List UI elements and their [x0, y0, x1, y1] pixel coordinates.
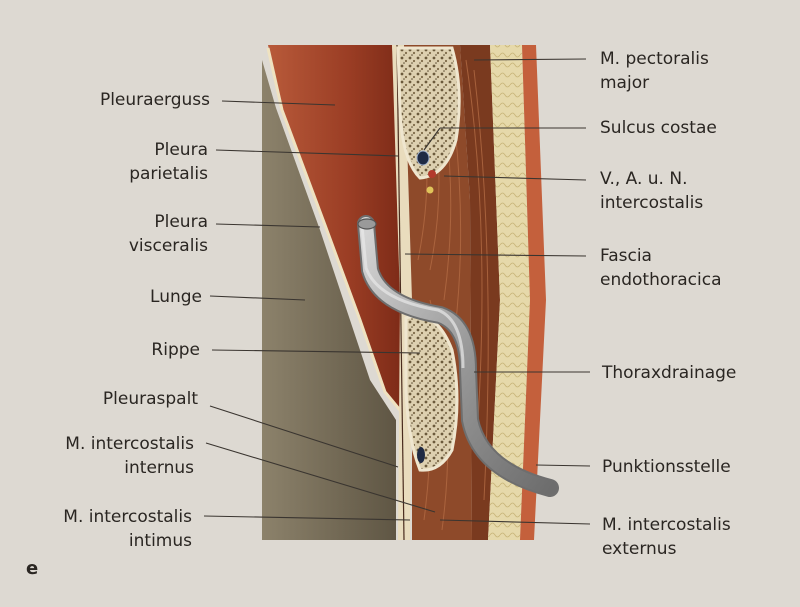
intercostal-vein-lower [417, 447, 425, 463]
pleural-effusion-region [268, 45, 404, 415]
lung-region [262, 60, 396, 540]
rib-lower [404, 314, 459, 472]
label-pleuraerguss: Pleuraerguss [99, 90, 210, 110]
leader-lines [203, 58, 591, 525]
visceral-pleura-line [266, 47, 406, 416]
chest-tube-opening [357, 218, 377, 230]
subcutaneous-fat-band [488, 45, 530, 540]
pectoralis-muscle-band [460, 45, 500, 540]
panel-letter: e [26, 558, 39, 579]
parietal-pleura-line [396, 44, 405, 541]
intercostal-vein [416, 150, 430, 166]
rib-upper [396, 46, 461, 180]
label-v-a-n-intercostalis: V., A. u. N.intercostalis [600, 169, 704, 213]
label-thoraxdrainage: Thoraxdrainage [602, 363, 737, 383]
label-sulcus-costae: Sulcus costae [600, 118, 717, 138]
label-lunge: Lunge [150, 287, 202, 307]
label-punktionsstelle: Punktionsstelle [602, 457, 731, 477]
skin-band [520, 45, 546, 540]
intercostal-artery [428, 170, 436, 178]
label-rippe: Rippe [151, 340, 200, 360]
intercostal-nerve [426, 186, 434, 194]
label-pleuraspalt: Pleuraspalt [102, 389, 198, 409]
